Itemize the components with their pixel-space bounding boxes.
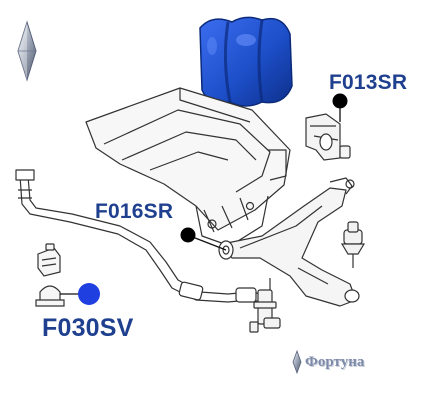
callout-f013sr: F013SR [329, 71, 408, 94]
callout-f030sv: F030SV [42, 314, 134, 342]
f030-marker-dot [78, 283, 100, 305]
ball-joint-drawing [340, 221, 366, 268]
small-diamond-icon [292, 349, 302, 375]
lower-control-arm-drawing [218, 177, 360, 307]
brand-name: Фортуна [305, 353, 365, 370]
stabilizer-bushing-image [199, 16, 293, 107]
stabilizer-link-drawing [249, 278, 281, 333]
callout-f016sr: F016SR [95, 200, 174, 223]
f013-marker-dot [332, 93, 348, 109]
brand-watermark: Фортуна [292, 350, 364, 374]
f016-marker-dot [180, 227, 196, 243]
bushing-bracket-drawing [305, 113, 351, 161]
small-bushings-drawing [35, 243, 65, 307]
diamond-logo-icon [17, 20, 37, 82]
subframe-drawing [85, 87, 291, 247]
stabilizer-bar-drawing [15, 169, 263, 303]
